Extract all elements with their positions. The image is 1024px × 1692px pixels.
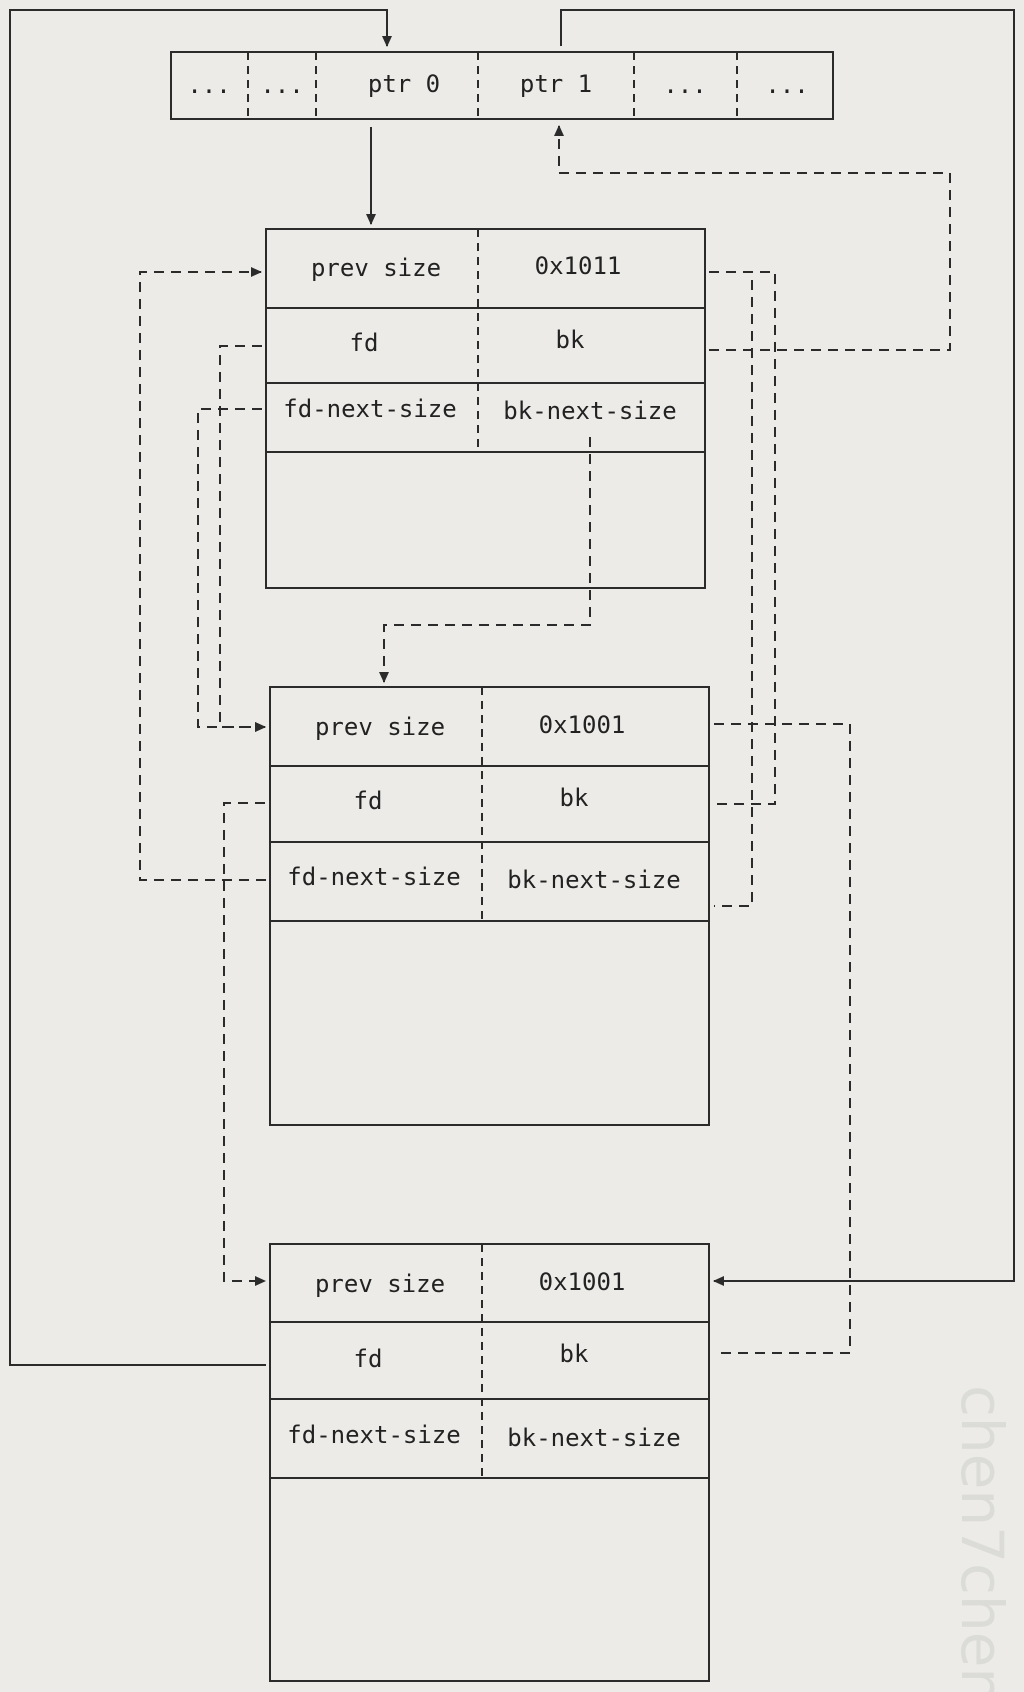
chunk-1-bk-next-size-to-chunk-2-arrow [379,437,591,683]
chunk-2-fd-next-size-to-chunk-1-arrow [139,267,266,881]
chunk-2-bk-next-size-label: bk-next-size [507,866,680,894]
chunk-3-bk-label: bk [560,1340,589,1368]
dashed-connectors [139,125,951,1354]
chunk-2-size-value: 0x1001 [539,711,626,739]
pointer-array-cell: ... [260,71,303,99]
chunk-1-bk-to-ptr-1-arrow [554,125,951,351]
chunk-3-fd-to-ptr-0-arrow [9,9,392,1366]
chunk-1-size-value: 0x1011 [535,252,622,280]
chunk-3: prev size 0x1001 fd bk fd-next-size bk-n… [269,1243,710,1682]
solid-connectors [9,9,1015,1366]
chunk-1-fd-next-size-to-chunk-2-arrow [197,408,266,732]
chunk-1-bk-label: bk [556,326,585,354]
chunk-3-frame [269,1243,710,1682]
chunk-3-fd-label: fd [354,1345,383,1373]
chunk-3-fd-next-size-label: fd-next-size [287,1421,460,1449]
chunk-2-prev-size-label: prev size [315,713,445,741]
chunk-1-fd-label: fd [350,329,379,357]
pointer-array-frame [170,51,834,120]
chunk-2-fd-to-chunk-3-arrow [223,802,266,1286]
ptr-0-cell: ptr 0 [368,70,440,98]
pointer-array-cell: ... [663,71,706,99]
chunk-1-fd-to-chunk-2-arrow [219,345,266,732]
watermark: chen7chen [948,1385,1016,1692]
ptr-1-to-chunk-3-arrow [560,9,1015,1286]
pointer-array-cell: ... [765,71,808,99]
chunk-2-size-to-chunk-3-bk-link [714,723,851,1354]
chunk-1-frame [265,228,706,589]
pointer-array: ... ... ptr 0 ptr 1 ... ... [170,51,834,120]
ptr-1-cell: ptr 1 [520,70,592,98]
chunk-2-bk-label: bk [560,784,589,812]
chunk-2-fd-label: fd [354,787,383,815]
chunk-2-fd-next-size-label: fd-next-size [287,863,460,891]
chunk-1-bk-next-size-label: bk-next-size [503,397,676,425]
chunk-1-size-to-chunk-2-bk-next-size-link [709,271,753,907]
chunk-3-size-value: 0x1001 [539,1268,626,1296]
chunk-1: prev size 0x1011 fd bk fd-next-size bk-n… [265,228,706,589]
chunk-1-fd-next-size-label: fd-next-size [283,395,456,423]
chunk-3-bk-next-size-label: bk-next-size [507,1424,680,1452]
chunk-1-size-to-chunk-2-bk-link [709,271,776,805]
chunk-2: prev size 0x1001 fd bk fd-next-size bk-n… [269,686,710,1126]
chunk-2-frame [269,686,710,1126]
chunk-1-prev-size-label: prev size [311,254,441,282]
pointer-array-cell: ... [187,71,230,99]
chunk-3-prev-size-label: prev size [315,1270,445,1298]
